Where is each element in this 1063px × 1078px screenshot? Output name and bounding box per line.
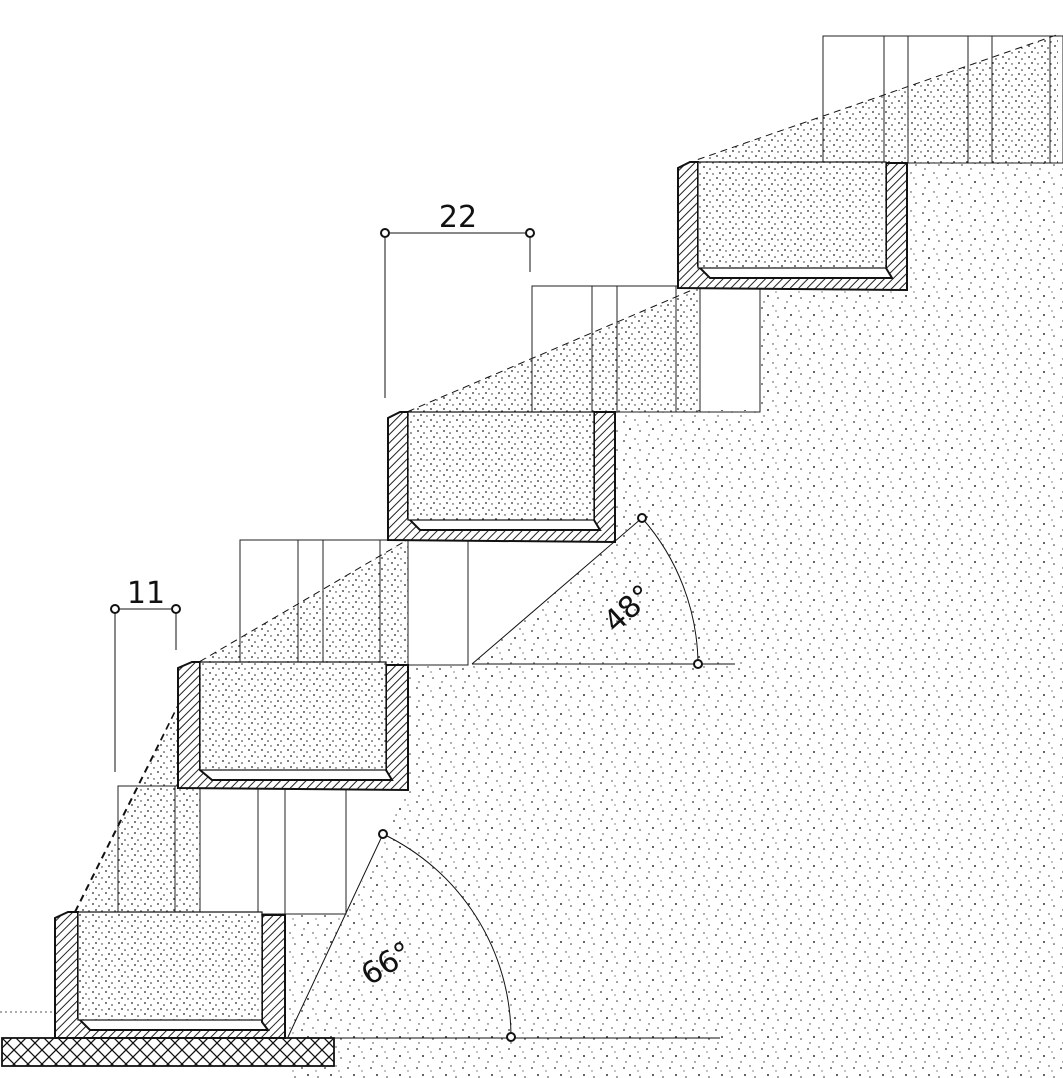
backfill-soil	[288, 163, 1063, 1078]
section-block-4	[677, 161, 908, 292]
foundation-footing	[1, 1037, 335, 1067]
angle-48-marker	[471, 513, 735, 669]
dimension-11	[110, 604, 181, 772]
section-block-3	[387, 411, 616, 544]
dimension-11-label: 11	[127, 576, 165, 611]
dimension-22-label: 22	[439, 200, 477, 235]
angle-66-marker	[287, 829, 516, 1042]
section-block-1	[54, 911, 286, 1039]
section-block-2	[177, 661, 409, 792]
dimension-22	[380, 228, 535, 398]
